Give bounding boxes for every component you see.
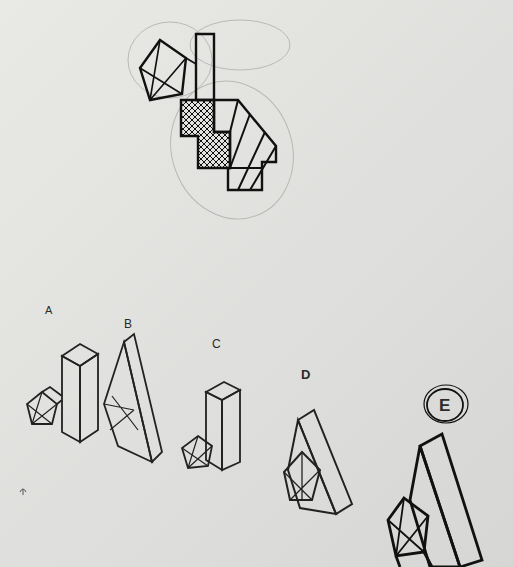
option-figure — [27, 344, 98, 442]
pencil-marks — [128, 20, 312, 236]
option-letter: C — [212, 338, 221, 350]
option-letter: D — [301, 368, 310, 381]
option-letter: B — [124, 318, 132, 330]
option-letter: A — [45, 305, 52, 316]
option-letter: E — [439, 397, 450, 414]
net-figure — [140, 34, 276, 190]
option-figure — [104, 334, 162, 462]
option-figure — [388, 434, 482, 567]
option-figure — [284, 410, 352, 514]
option-figure — [182, 382, 240, 470]
answer-circle — [424, 385, 468, 423]
stray-mark — [20, 489, 26, 495]
